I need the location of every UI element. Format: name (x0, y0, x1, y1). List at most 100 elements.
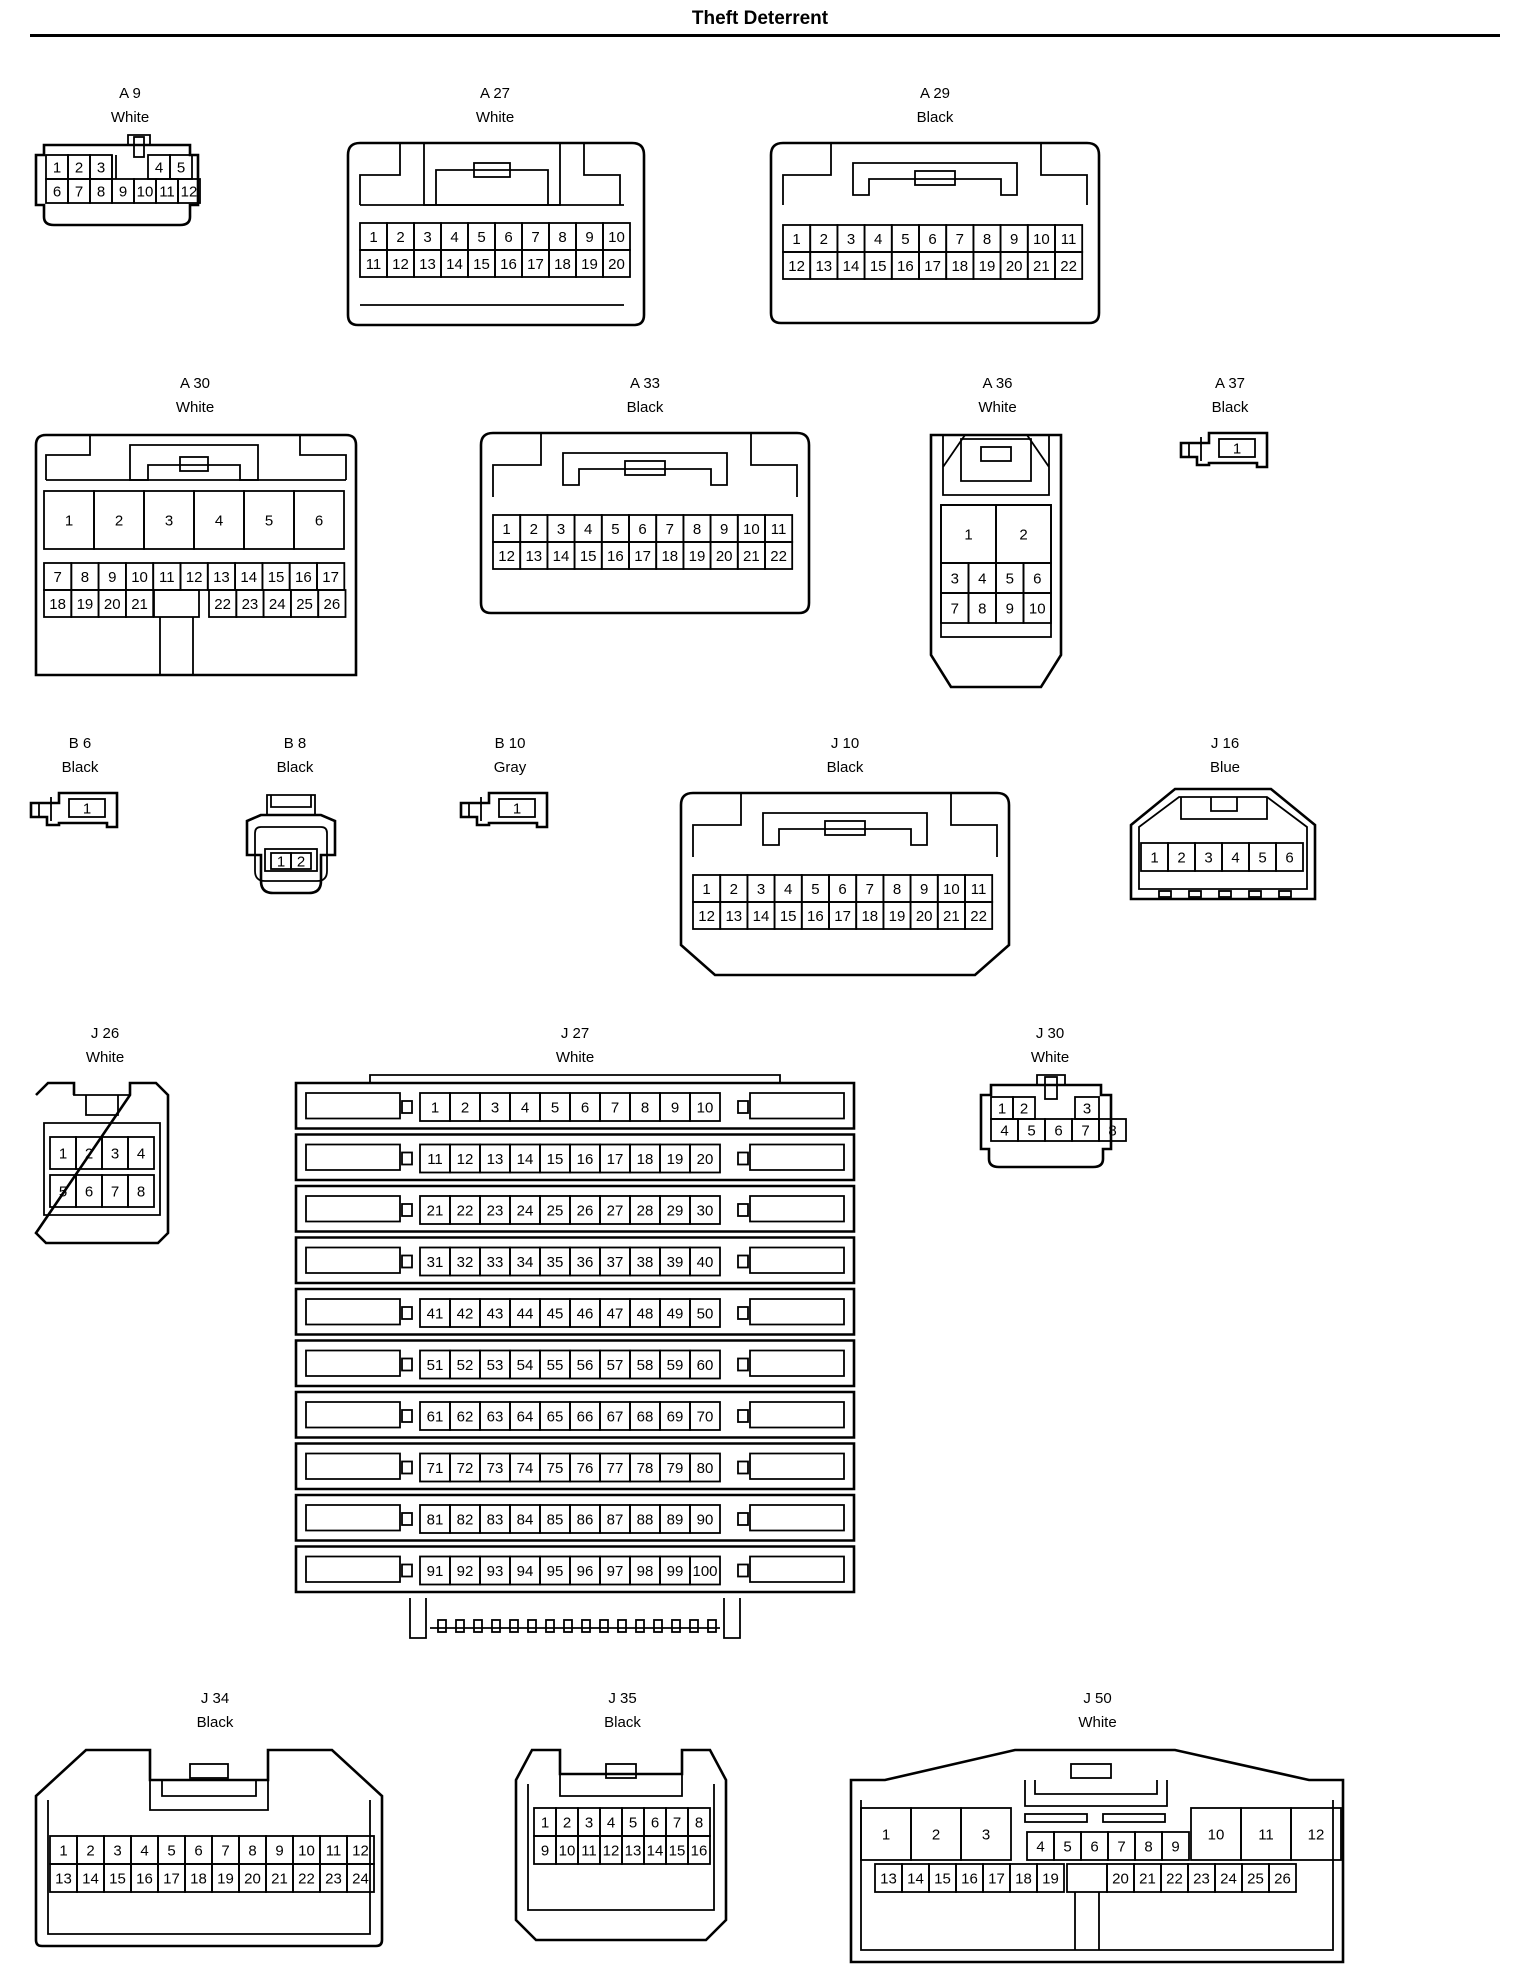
terminal-number: 23 (242, 596, 259, 613)
connector-outline (617, 1619, 627, 1633)
connector-outline (599, 1619, 609, 1633)
terminal-number: 11 (427, 1151, 443, 1168)
terminal-number: 6 (651, 1815, 659, 1832)
terminal-number: 21 (743, 548, 760, 565)
connector-outline (559, 1774, 683, 1797)
terminal-number: 96 (577, 1563, 594, 1580)
connector-outline (960, 438, 1032, 482)
terminal-number: 74 (517, 1460, 534, 1477)
connector-color: White (1030, 1049, 1070, 1066)
connector-id: A 36 (982, 375, 1013, 392)
terminal-number: 9 (720, 521, 728, 538)
terminal-number: 64 (517, 1409, 534, 1426)
terminal-number: 9 (108, 569, 116, 586)
connector-outline (749, 1143, 845, 1171)
terminal-number: 97 (607, 1563, 624, 1580)
connector-outline (437, 1619, 447, 1633)
terminal-number: 17 (834, 908, 851, 925)
terminal-number: 31 (427, 1254, 444, 1271)
terminal-number: 4 (521, 1100, 529, 1117)
connector-outline (294, 1081, 856, 1130)
terminal-number: 8 (1144, 1839, 1152, 1856)
terminal-number: 7 (531, 229, 539, 246)
terminal-number: 1 (513, 801, 521, 818)
terminal-cell (689, 1401, 721, 1431)
terminal-number: 4 (874, 231, 882, 248)
terminal-number: 65 (547, 1409, 564, 1426)
terminal-cell (1268, 1863, 1297, 1893)
connector-id: B 10 (494, 735, 526, 752)
connector-outline (1066, 1863, 1108, 1893)
terminal-number: 7 (866, 881, 874, 898)
terminal-number: 21 (271, 1871, 288, 1888)
terminal-cell (1054, 251, 1084, 280)
terminal-number: 25 (296, 596, 313, 613)
connector-color: Black (916, 109, 954, 126)
terminal-number: 52 (457, 1357, 474, 1374)
terminal-number: 3 (111, 1146, 119, 1163)
terminal-number: 91 (427, 1563, 444, 1580)
terminal-number: 18 (637, 1151, 654, 1168)
terminal-number: 6 (85, 1184, 93, 1201)
terminal-number: 7 (1081, 1123, 1089, 1140)
connector-outline (545, 1619, 555, 1633)
terminal-number: 94 (517, 1563, 534, 1580)
terminal-number: 7 (111, 1184, 119, 1201)
terminal-number: 30 (697, 1203, 714, 1220)
terminal-number: 8 (693, 521, 701, 538)
terminal-number: 8 (695, 1815, 703, 1832)
connector-id: A 27 (479, 85, 511, 102)
terminal-number: 22 (1166, 1871, 1183, 1888)
terminal-number: 10 (943, 881, 960, 898)
terminal-number: 6 (1285, 850, 1293, 867)
connector-outline (29, 791, 119, 829)
terminal-number: 8 (558, 229, 566, 246)
terminal-number: 44 (517, 1306, 534, 1323)
terminal-number: 67 (607, 1409, 624, 1426)
terminal-cell (68, 798, 106, 818)
connector-id: J 50 (1083, 1690, 1112, 1707)
connector-color: White (475, 109, 515, 126)
connector-b10: B 10 Gray 1 (455, 735, 565, 845)
terminal-number: 9 (671, 1100, 679, 1117)
terminal-cell (689, 1246, 721, 1277)
terminal-number: 12 (603, 1843, 620, 1860)
connector-outline (305, 1555, 401, 1583)
connector-outline (1138, 796, 1308, 890)
terminal-number: 58 (637, 1357, 654, 1374)
terminal-number: 2 (1020, 1101, 1028, 1118)
terminal-number: 12 (457, 1151, 474, 1168)
connector-outline (692, 793, 998, 857)
connector-outline (749, 1195, 845, 1223)
terminal-number: 2 (1019, 527, 1027, 544)
terminal-number: 84 (517, 1512, 534, 1529)
terminal-number: 16 (136, 1871, 153, 1888)
connector-color: White (1078, 1714, 1117, 1731)
terminal-cell (960, 1807, 1012, 1861)
terminal-number: 9 (1006, 601, 1014, 618)
title-rule (30, 34, 1500, 37)
connector-outline (707, 1619, 717, 1633)
connector-outline (473, 1619, 483, 1633)
terminal-number: 20 (244, 1871, 261, 1888)
connector-outline (563, 1619, 573, 1633)
terminal-number: 14 (82, 1871, 99, 1888)
terminal-cell (689, 1298, 721, 1328)
terminal-number: 13 (213, 569, 230, 586)
terminal-number: 12 (392, 256, 409, 273)
connector-outline (34, 1748, 384, 1948)
connector-outline (401, 1460, 413, 1475)
terminal-number: 8 (81, 569, 89, 586)
terminal-number: 40 (697, 1254, 714, 1271)
connector-outline (34, 433, 358, 677)
page-title: Theft Deterrent (691, 8, 829, 29)
terminal-number: 98 (637, 1563, 654, 1580)
terminal-number: 5 (811, 881, 819, 898)
terminal-number: 10 (131, 569, 148, 586)
terminal-number: 5 (901, 231, 909, 248)
terminal-number: 7 (53, 569, 61, 586)
terminal-number: 89 (667, 1512, 684, 1529)
terminal-number: 20 (697, 1151, 714, 1168)
connector-color: Black (196, 1714, 234, 1731)
